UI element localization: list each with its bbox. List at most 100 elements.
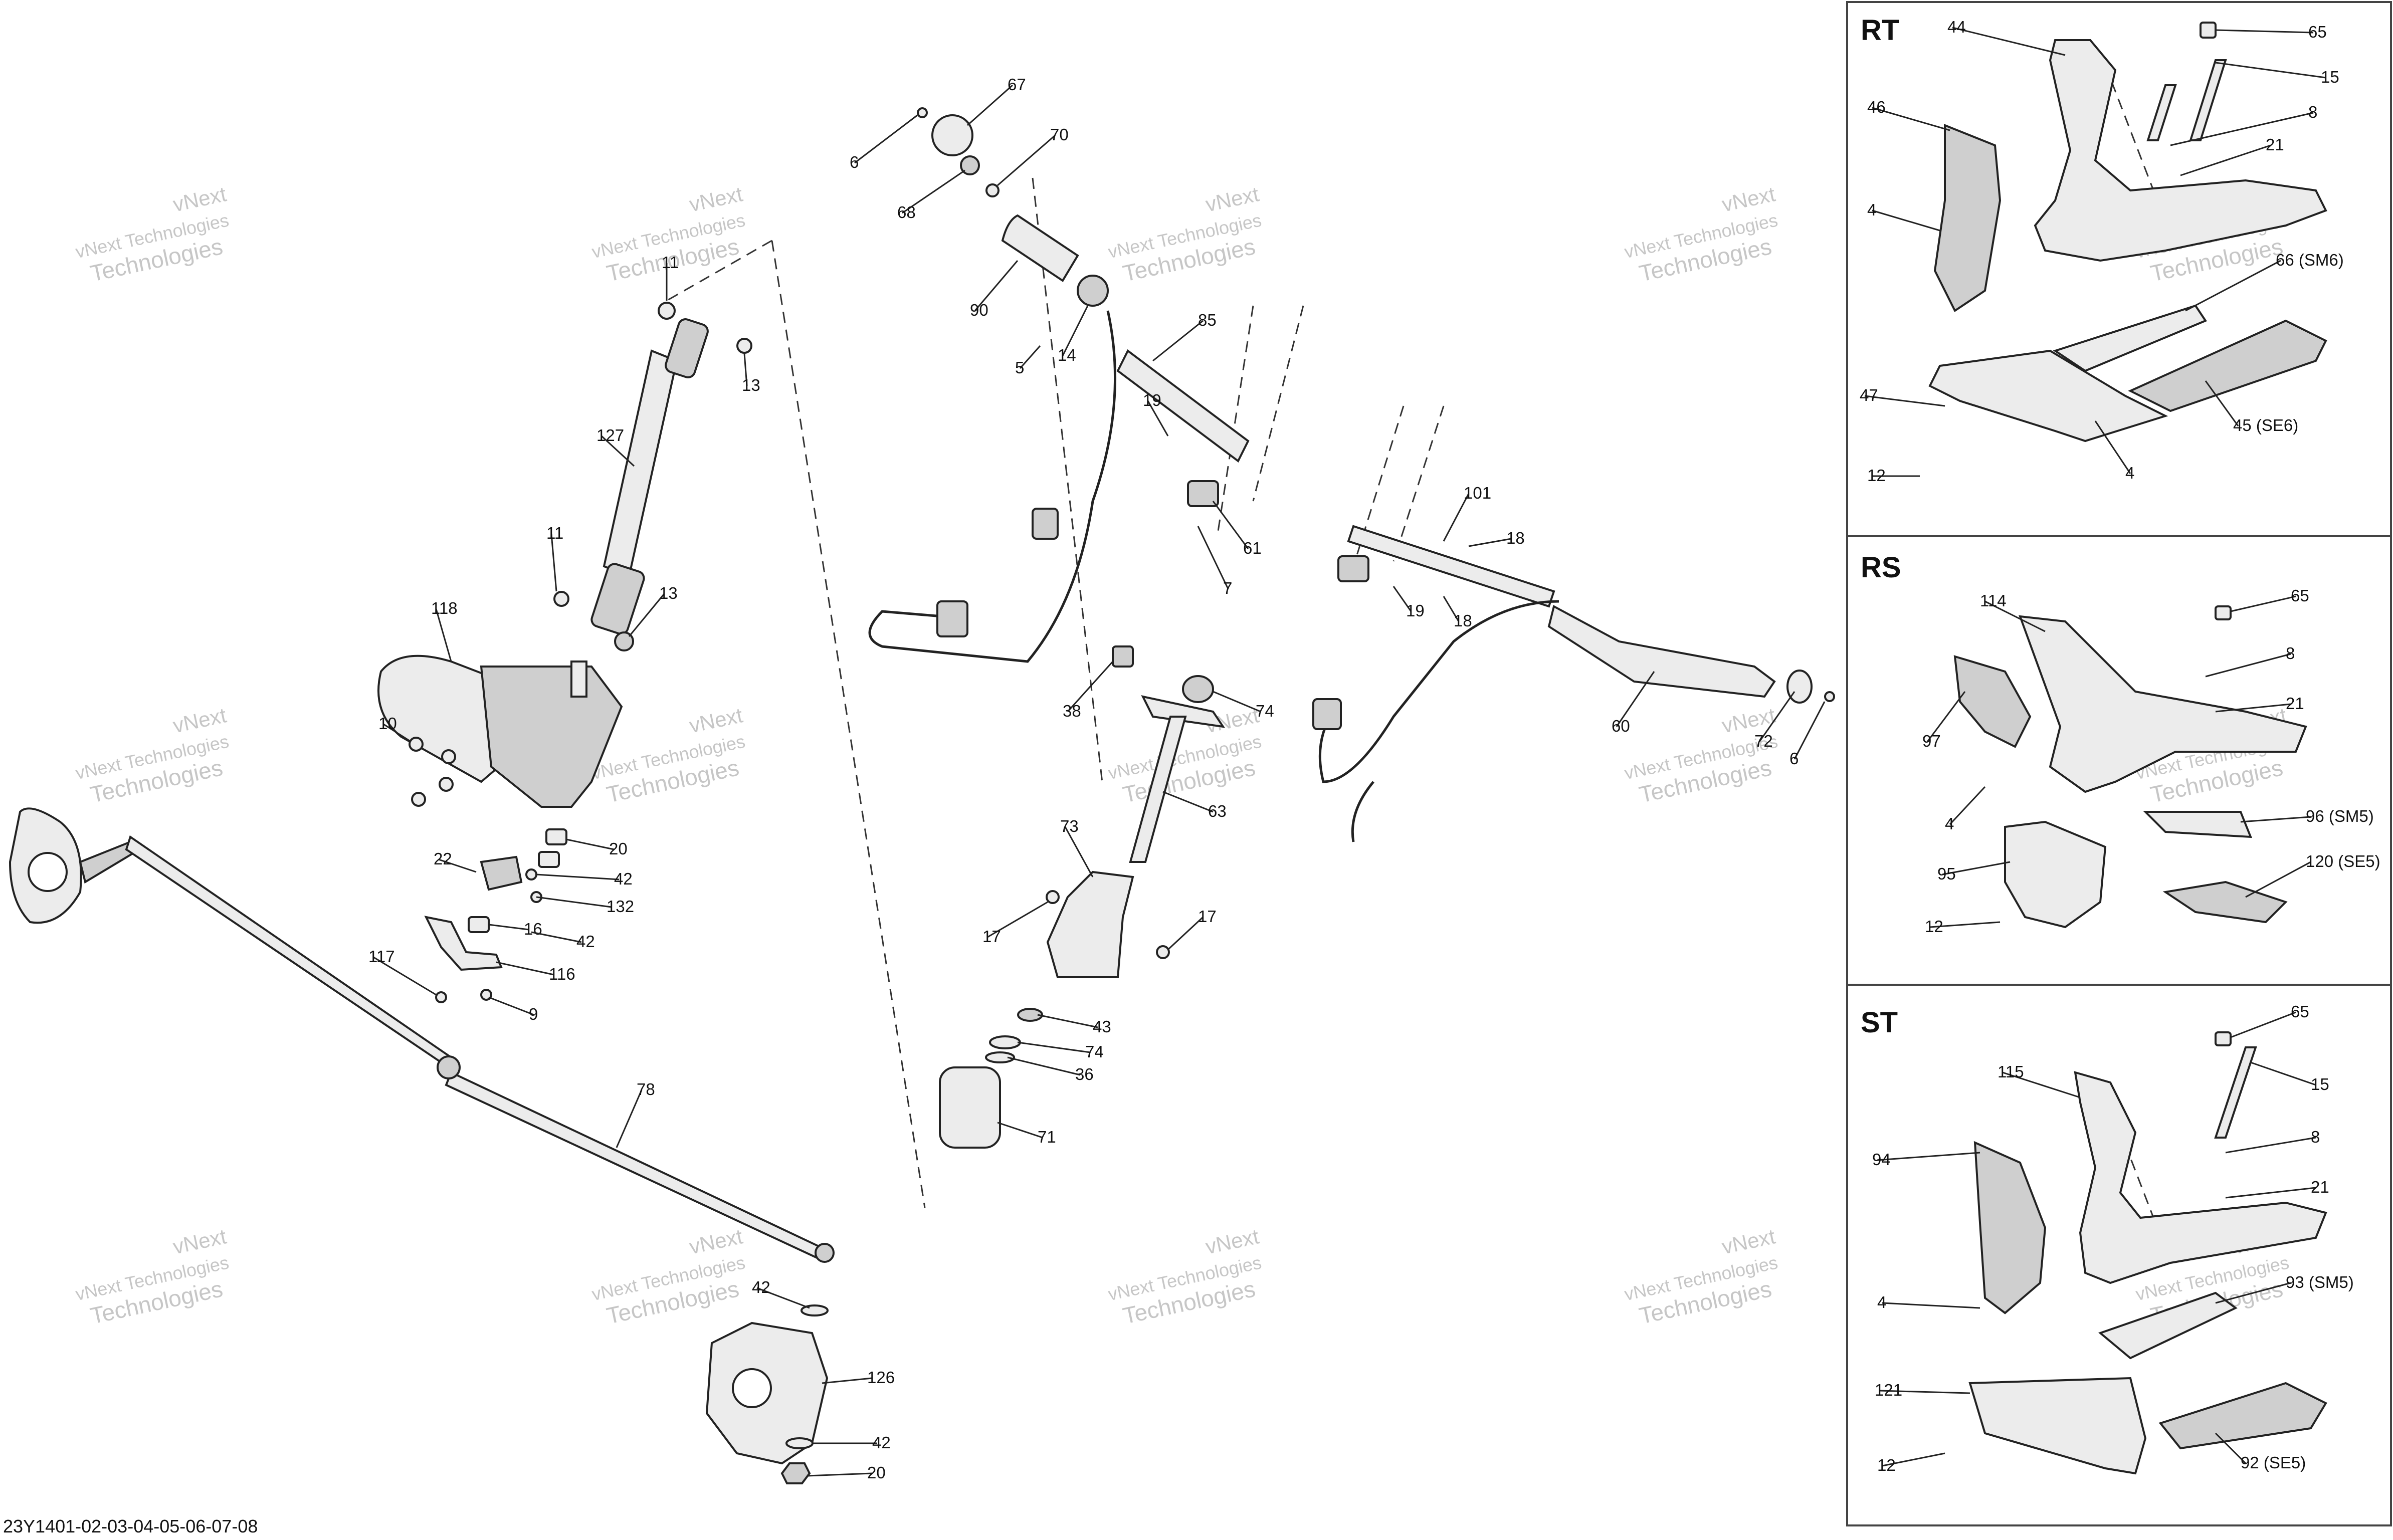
lower-cover-121	[1968, 1377, 2147, 1475]
steering-gear-assembly	[377, 654, 623, 808]
callout-label-c36: 36	[1075, 1065, 1094, 1083]
assembly-lines	[666, 65, 2156, 1223]
callout-leader-c19a	[1147, 400, 1169, 436]
callout-label-st93: 93 (SM5)	[2286, 1273, 2354, 1291]
callout-label-rt4b: 4	[2125, 464, 2134, 482]
callout-label-rt45: 45 (SE6)	[2233, 416, 2298, 434]
side-panel-97	[1953, 655, 2032, 748]
screw-6-b	[1824, 691, 1835, 702]
bar-end-67	[931, 114, 973, 156]
steering-column-63	[1129, 716, 1187, 863]
lower-cover-95	[2004, 820, 2107, 929]
panel-title-rs: RS	[1861, 551, 1901, 584]
callout-leader-st121	[1879, 1390, 1970, 1394]
callout-label-rs21: 21	[2286, 694, 2304, 713]
callout-leader-c42b	[531, 931, 582, 943]
callout-label-c22: 22	[434, 849, 452, 868]
callout-label-rs12: 12	[1925, 917, 1943, 936]
callout-leader-c13b	[628, 593, 665, 637]
bolt-10-b	[441, 749, 456, 764]
callout-leader-rs65	[2230, 595, 2296, 612]
callout-label-st94: 94	[1872, 1150, 1891, 1169]
callout-leader-c68	[902, 169, 965, 214]
hand-grip-60	[1547, 605, 1776, 698]
callout-label-c85: 85	[1198, 311, 1217, 329]
callout-leader-c19b	[1392, 586, 1412, 612]
dash-line-bar-b	[1252, 305, 1304, 502]
callout-leader-c63	[1162, 791, 1214, 813]
plug-70	[985, 183, 1000, 197]
callout-label-c90: 90	[970, 301, 988, 319]
callout-leader-c16	[488, 924, 529, 931]
callout-label-rs95: 95	[1937, 864, 1956, 883]
callout-label-c10: 10	[378, 714, 397, 733]
deflector-93	[2098, 1291, 2238, 1360]
callout-leader-st21	[2225, 1187, 2316, 1199]
dash-line-long	[771, 240, 926, 1208]
callout-label-c60: 60	[1612, 717, 1630, 735]
callout-leader-rt46	[1872, 107, 1950, 131]
callout-label-rt47: 47	[1860, 386, 1878, 404]
callout-label-c6a: 6	[850, 153, 859, 171]
callout-label-c63: 63	[1208, 802, 1227, 820]
callout-leader-rs12	[1929, 921, 2001, 928]
callout-label-c43: 43	[1093, 1017, 1111, 1036]
callout-leader-c18a	[1468, 538, 1512, 547]
callout-leader-c42a	[536, 873, 620, 881]
callout-leader-c14	[1062, 305, 1089, 356]
callout-leader-c70	[997, 134, 1056, 186]
harness-connector-b	[1032, 508, 1059, 540]
callout-leader-rt8	[2170, 112, 2314, 146]
dash-line-bar-a	[1217, 305, 1254, 532]
callout-label-c70: 70	[1050, 125, 1069, 144]
clip-65-rs	[2215, 605, 2232, 620]
callout-label-c74b: 74	[1085, 1042, 1104, 1061]
deflector-120	[2162, 881, 2288, 924]
callout-label-c14: 14	[1058, 346, 1076, 364]
bolt-17-b	[1156, 945, 1170, 959]
callout-label-c68: 68	[897, 203, 916, 222]
callout-leader-c72	[1758, 691, 1796, 742]
callout-leader-c101	[1443, 493, 1470, 542]
rt-panel-parts	[1928, 22, 2327, 443]
deflector-45	[2128, 319, 2327, 412]
callout-label-rs8: 8	[2286, 644, 2295, 663]
callout-leader-c74b	[1017, 1041, 1091, 1053]
callout-label-rt21: 21	[2266, 135, 2284, 154]
callout-leader-c22	[438, 858, 477, 873]
bolt-117	[435, 991, 447, 1003]
callout-leader-st92	[2215, 1432, 2247, 1464]
washer-74-b	[989, 1035, 1021, 1049]
callout-leader-rs4	[1949, 786, 1986, 825]
lower-cover-47	[1928, 349, 2168, 443]
callout-leader-c20a	[566, 838, 615, 850]
side-panel-94	[1973, 1141, 2047, 1314]
riser-clamp-74	[1141, 695, 1226, 728]
callout-leader-c18b	[1443, 596, 1460, 622]
callout-label-c78: 78	[637, 1080, 655, 1098]
callout-leader-rs120	[2245, 861, 2311, 898]
callout-label-rt12: 12	[1867, 466, 1886, 485]
callout-label-rt66: 66 (SM6)	[2276, 251, 2344, 269]
ring-36	[985, 1051, 1015, 1063]
deflector-96	[2143, 811, 2253, 838]
upper-u-joint	[665, 318, 709, 378]
steering-support-73	[1046, 870, 1134, 978]
callout-label-c19a: 19	[1143, 391, 1161, 409]
callout-label-c127: 127	[596, 426, 624, 445]
callout-label-st92: 92 (SE5)	[2241, 1453, 2306, 1472]
switch-61	[1187, 480, 1219, 507]
reference-code: 23Y1401-02-03-04-05-06-07-08	[3, 1516, 258, 1536]
spacer-16	[468, 916, 490, 933]
callout-leader-st94	[1877, 1152, 1980, 1161]
nut-20-b	[538, 851, 560, 868]
insert-68	[960, 155, 980, 175]
rs-panel-parts	[1953, 605, 2307, 929]
throttle-housing-14	[1077, 275, 1109, 307]
callout-label-st12: 12	[1877, 1456, 1896, 1474]
callout-leader-rs21	[2215, 703, 2291, 713]
